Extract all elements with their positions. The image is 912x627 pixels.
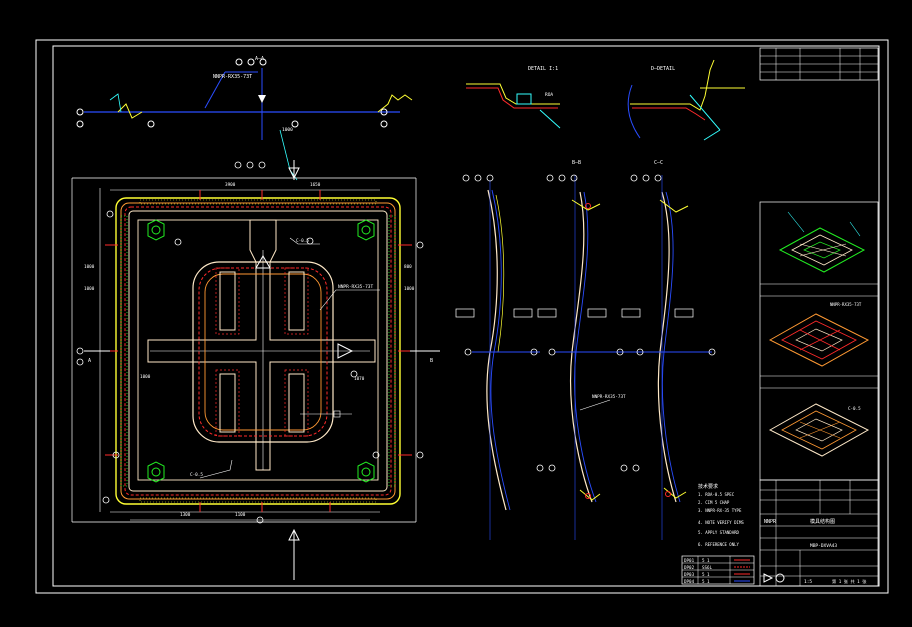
section-bb-label: B—B [572,160,581,166]
svg-text:NNPR-RX35-73T: NNPR-RX35-73T [213,74,252,80]
detail-i-label: DETAIL I:1 [528,66,558,72]
svg-text:4. NOTE VERIFY DIMS: 4. NOTE VERIFY DIMS [698,520,744,525]
svg-text:1000: 1000 [282,127,293,133]
inner-frame [52,45,880,587]
section-aa-profile: A—A NNPR-RX35-73T 1000 [76,56,413,181]
section-cc-label: C—C [654,160,663,166]
title-block: NNPR 模具结构图 MBP-DXVA43 1:5 第 1 张 共 1 张 [759,479,879,587]
detail-i-view: DETAIL I:1 ROA [466,66,561,129]
section-aa-label: A—A [255,56,264,62]
drawing-scale: 1:5 [804,579,812,585]
svg-text:1000: 1000 [140,374,151,380]
svg-text:5. APPLY STANDARD: 5. APPLY STANDARD [698,530,740,535]
iso-views: NNPR-RX35-73T C-0.5 [759,201,879,481]
rev-code-2: DP02 [684,565,695,570]
svg-text:1. ROA-0.5 SPEC: 1. ROA-0.5 SPEC [698,492,735,497]
rev-text-4: 5 1 [702,579,710,584]
svg-text:3900: 3900 [225,182,236,188]
rev-text-2: SS6L [702,565,713,570]
svg-text:C-0.5: C-0.5 [296,238,309,244]
rev-code-3: DP03 [684,572,695,577]
svg-text:C-0.5: C-0.5 [848,406,861,411]
detail-ii-view: D—DETAIL [627,59,745,141]
rev-text-3: 5 1 [702,572,710,577]
rev-code-1: DP01 [684,558,695,563]
company-name: NNPR [764,519,777,525]
svg-text:1000: 1000 [84,264,95,270]
svg-text:2. CIM 5 CHAP: 2. CIM 5 CHAP [698,500,730,505]
svg-text:1650: 1650 [310,182,321,188]
notes-heading: 技术要求 [698,483,718,490]
revision-table: DP01 5 1 DP02 SS6L DP03 5 1 DP04 5 1 [681,555,755,585]
svg-text:3. NNPR-RX-35 TYPE: 3. NNPR-RX-35 TYPE [698,508,742,513]
svg-text:1000: 1000 [84,286,95,292]
svg-text:NNPR-RX35-73T: NNPR-RX35-73T [592,394,626,400]
section-profiles: B—B C—C NNPR-RX35-73T [455,160,716,540]
detail-ii-label: D—DETAIL [651,66,675,72]
main-plan-view: A B NNPR-RX35-73T 3900 1650 1300 1100 1000… [71,160,440,580]
svg-text:C-0.5: C-0.5 [190,472,203,478]
svg-text:NNPR-RX35-73T: NNPR-RX35-73T [830,302,862,307]
svg-text:1070: 1070 [354,376,365,382]
svg-text:1000: 1000 [404,286,415,292]
outer-frame [35,39,889,594]
svg-text:800: 800 [404,264,412,270]
side-label-a: A [88,358,91,364]
rev-code-4: DP04 [684,579,695,584]
drawing-number: MBP-DXVA43 [810,543,837,549]
sheet-number: 第 1 张 共 1 张 [832,578,867,585]
svg-text:1300: 1300 [180,512,191,518]
main-title: 模具结构图 [810,518,835,525]
side-label-b: B [430,358,433,364]
svg-text:1100: 1100 [235,512,246,518]
parts-list-table [759,47,879,81]
notes-block: 技术要求 1. ROA-0.5 SPEC 2. CIM 5 CHAP 3. NN… [698,483,744,547]
rev-text-1: 5 1 [702,558,710,563]
svg-text:6. REFERENCE ONLY: 6. REFERENCE ONLY [698,542,740,547]
svg-text:ROA: ROA [545,92,553,98]
main-callout: NNPR-RX35-73T [338,284,374,290]
